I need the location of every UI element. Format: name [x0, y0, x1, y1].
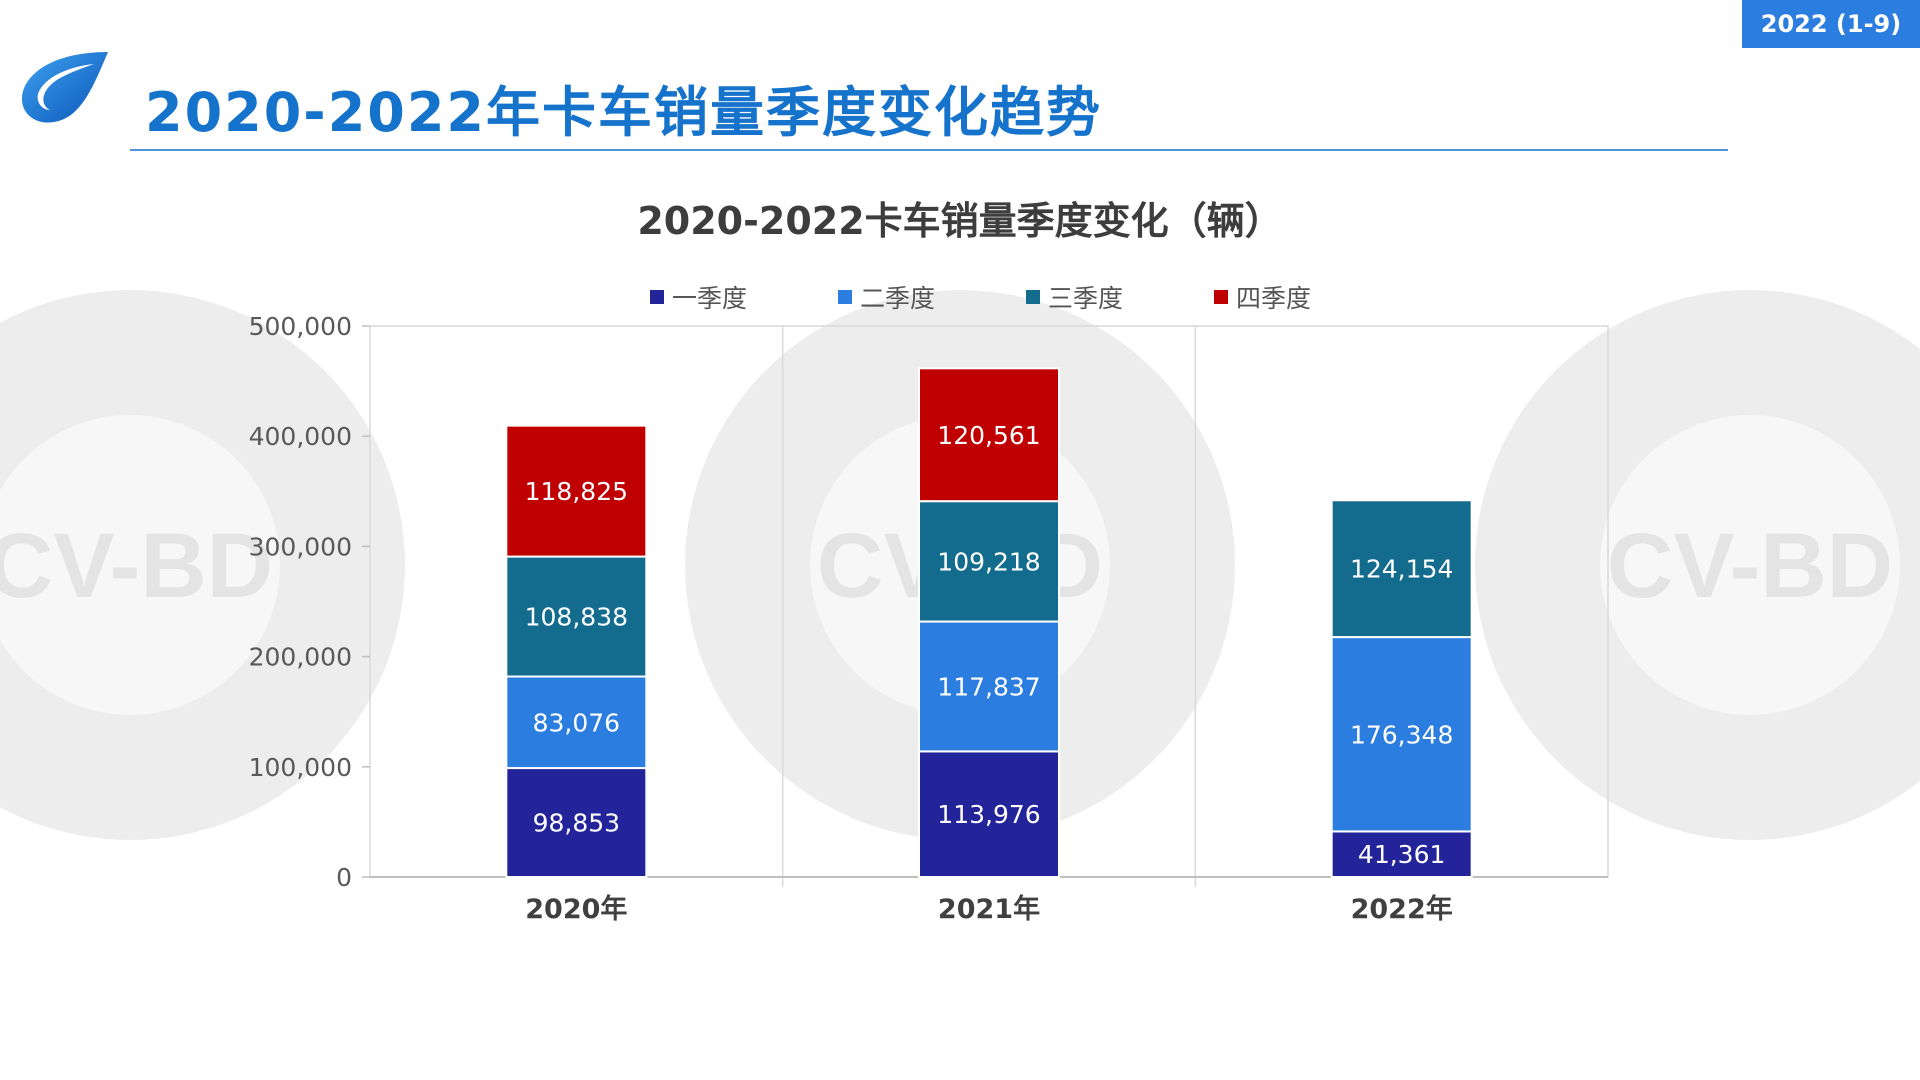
y-tick-label: 0	[336, 863, 352, 892]
bar-segment	[1330, 636, 1473, 833]
data-label: 83,076	[533, 708, 620, 737]
legend-item-q2: 二季度	[838, 279, 1026, 315]
legend-swatch	[838, 290, 852, 304]
legend-item-q3: 三季度	[1026, 279, 1214, 315]
bar-segment	[918, 750, 1060, 878]
data-label: 124,154	[1350, 555, 1453, 584]
x-tick-label: 2022年	[1351, 893, 1453, 925]
data-label: 118,825	[525, 477, 628, 506]
legend-label: 四季度	[1236, 284, 1312, 313]
date-range-badge: 2022 (1-9)	[1742, 0, 1920, 48]
legend-swatch	[1214, 290, 1228, 304]
bar-segment	[505, 675, 648, 770]
legend-swatch	[1026, 290, 1040, 304]
bar-segment	[505, 767, 648, 878]
x-tick-label: 2020年	[525, 893, 627, 925]
bar-segment	[918, 367, 1060, 503]
data-label: 108,838	[525, 603, 628, 632]
data-label: 117,837	[937, 672, 1040, 701]
legend-swatch	[650, 290, 664, 304]
legend-item-q1: 一季度	[650, 279, 838, 315]
legend-label: 三季度	[1048, 284, 1124, 313]
y-tick-label: 200,000	[249, 643, 352, 672]
y-tick-label: 400,000	[249, 422, 352, 451]
legend-item-q4: 四季度	[1214, 279, 1402, 315]
brand-logo-icon	[21, 52, 108, 123]
legend-label: 二季度	[860, 284, 936, 313]
data-label: 120,561	[937, 421, 1040, 450]
bar-segment	[918, 620, 1060, 753]
data-label: 113,976	[937, 800, 1040, 829]
data-label: 109,218	[937, 547, 1040, 576]
data-label: 98,853	[533, 809, 620, 838]
y-tick-label: 100,000	[249, 753, 352, 782]
chart-title: 2020-2022卡车销量季度变化（辆）	[637, 199, 1283, 243]
data-label: 176,348	[1350, 720, 1453, 749]
y-tick-label: 500,000	[249, 312, 352, 341]
chart-legend: 一季度 二季度 三季度 四季度	[650, 279, 1402, 315]
legend-label: 一季度	[672, 284, 748, 313]
data-label: 41,361	[1358, 840, 1445, 869]
bar-segment	[505, 424, 648, 558]
title-divider	[130, 149, 1728, 151]
y-tick-label: 300,000	[249, 532, 352, 561]
x-tick-label: 2021年	[938, 893, 1040, 925]
bar-segment	[505, 555, 648, 678]
page-title: 2020-2022年卡车销量季度变化趋势	[145, 81, 1102, 144]
bar-segment	[918, 500, 1060, 623]
bar-segment	[1330, 499, 1473, 639]
